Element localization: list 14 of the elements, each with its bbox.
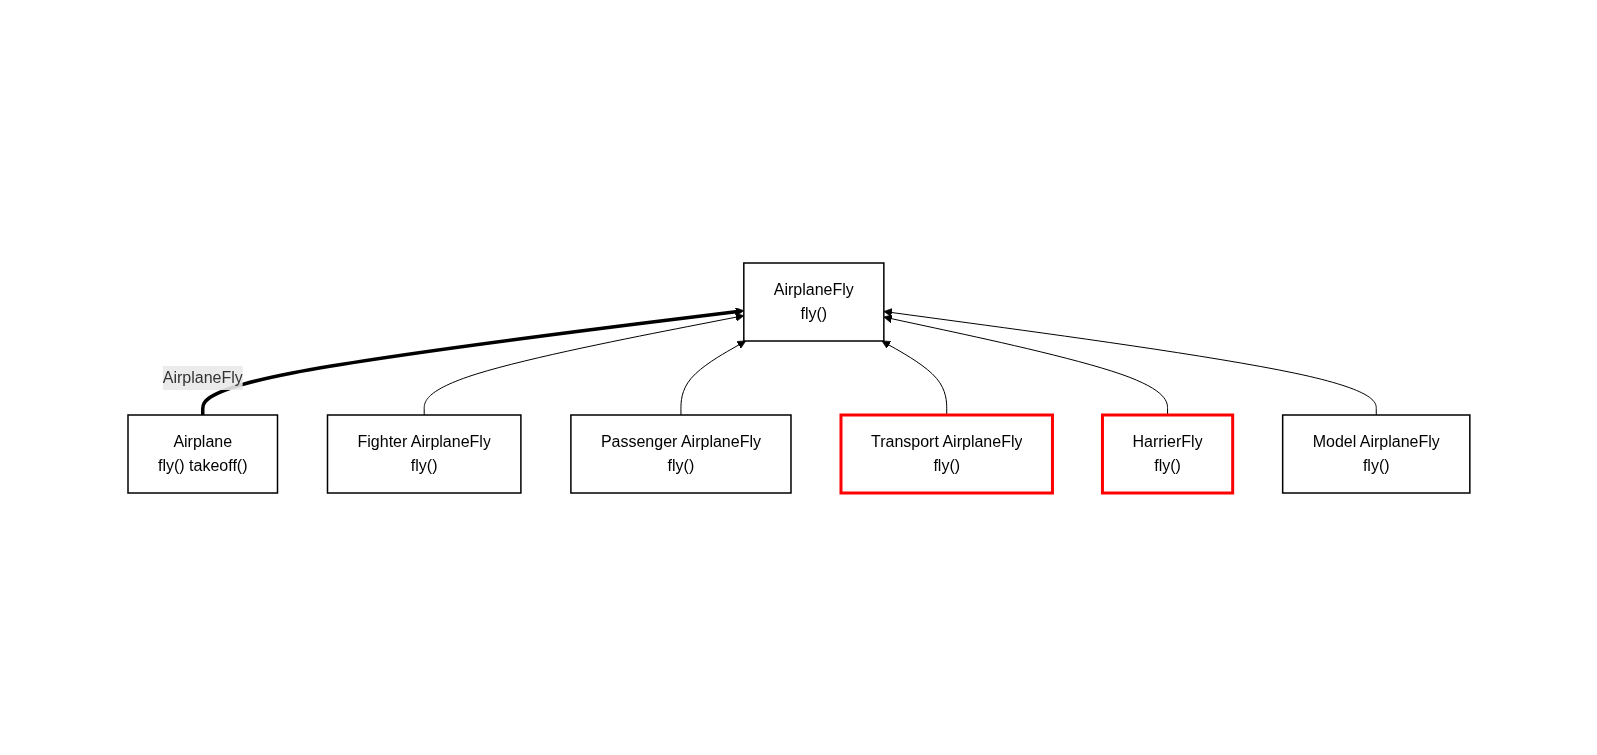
edge-label: AirplaneFly	[162, 368, 243, 386]
node-box: AirplaneFly fly()	[742, 261, 885, 342]
arrow	[881, 340, 947, 415]
arrow	[883, 313, 1168, 415]
arrow	[680, 340, 746, 415]
node-box: Airplane fly() takeoff()	[126, 413, 278, 494]
node-box: Transport AirplaneFly fly()	[839, 413, 1054, 494]
arrow	[200, 306, 744, 415]
arrow	[883, 307, 1377, 415]
arrow	[423, 312, 744, 415]
node-box: Model AirplaneFly fly()	[1281, 413, 1471, 494]
node-box: Passenger AirplaneFly fly()	[569, 413, 792, 494]
node-box: HarrierFly fly()	[1100, 413, 1234, 494]
node-box: Fighter AirplaneFly fly()	[326, 413, 522, 494]
